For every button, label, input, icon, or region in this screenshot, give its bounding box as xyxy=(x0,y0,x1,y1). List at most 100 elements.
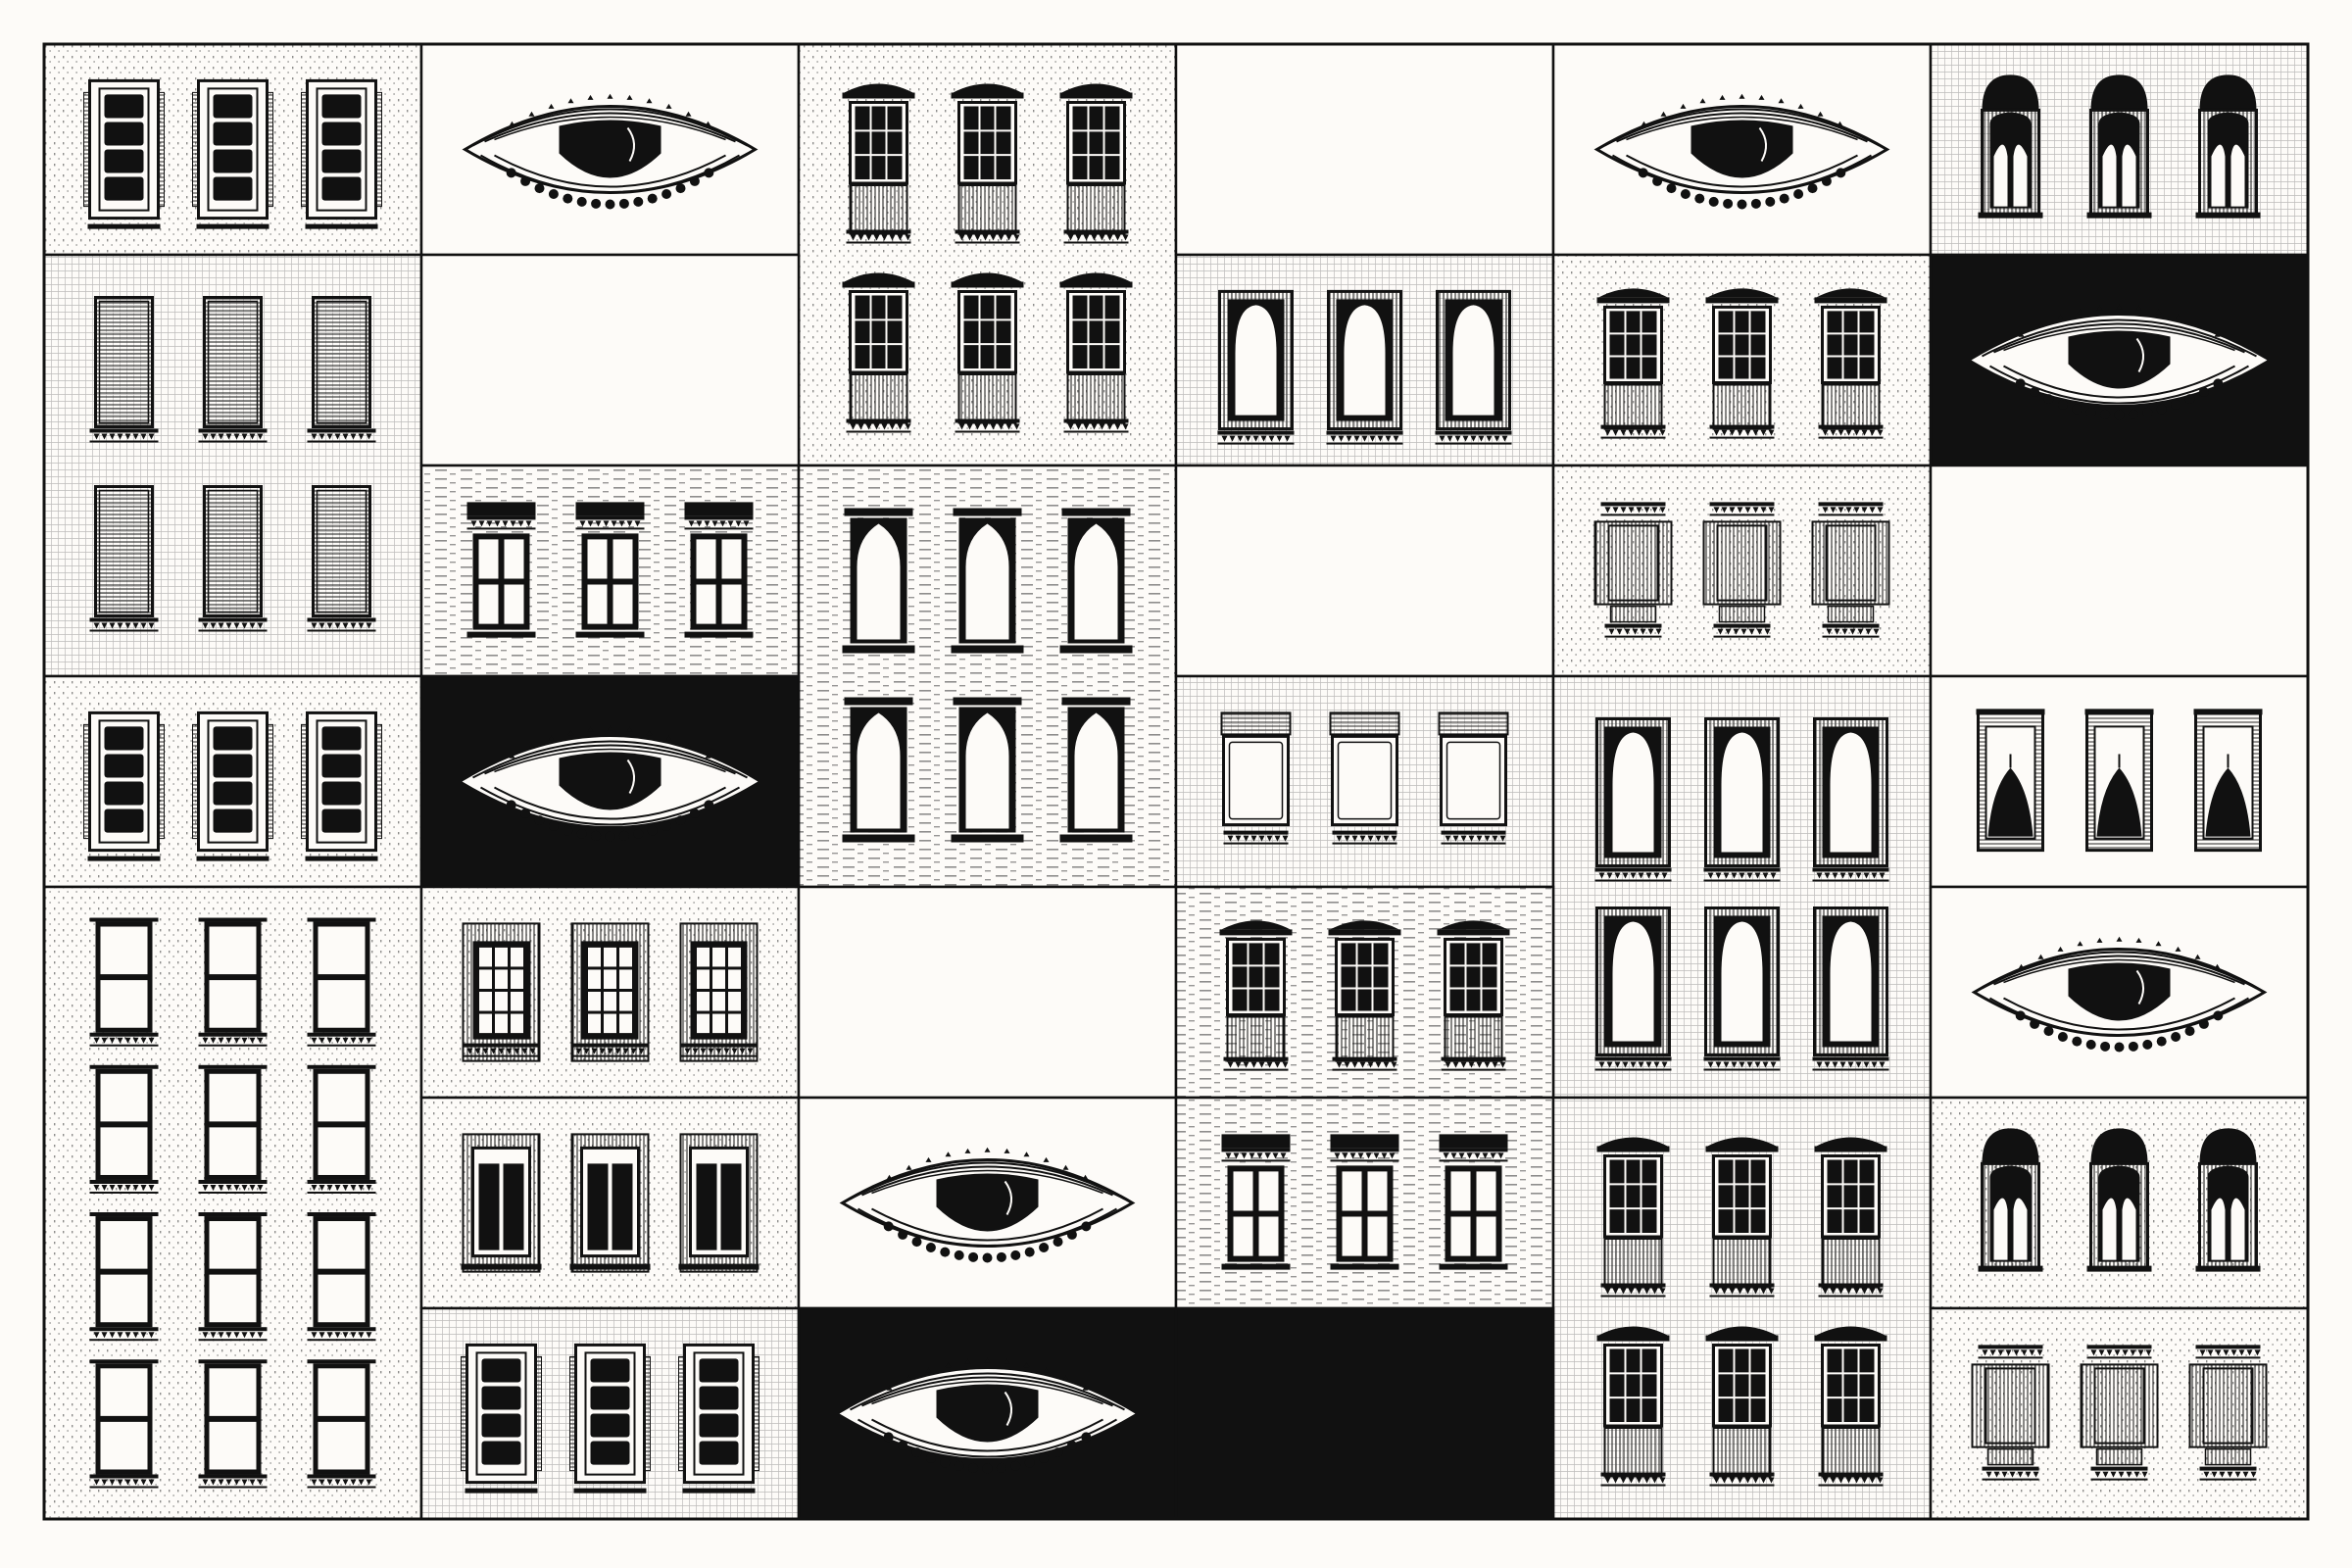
eye-icon xyxy=(462,93,759,210)
panel-windows xyxy=(1551,674,1933,1100)
window-icon xyxy=(1435,289,1512,445)
panel-eye xyxy=(419,42,801,257)
window-icon xyxy=(951,272,1024,433)
panel-windows xyxy=(797,464,1178,889)
window-icon xyxy=(1059,508,1133,654)
window-icon xyxy=(307,1359,376,1489)
window-icon xyxy=(1059,697,1133,843)
panel-empty xyxy=(1174,1306,1555,1521)
panel-empty xyxy=(797,885,1178,1100)
window-icon xyxy=(198,1212,268,1342)
window-icon xyxy=(83,710,165,861)
window-icon xyxy=(198,917,268,1047)
window-icon xyxy=(2195,74,2261,219)
panel-empty xyxy=(1174,464,1555,678)
window-icon xyxy=(301,710,382,861)
panel-empty xyxy=(1174,42,1555,257)
window-icon xyxy=(198,485,268,632)
eye-icon xyxy=(839,1357,1136,1474)
window-icon xyxy=(1703,717,1781,882)
window-icon xyxy=(1328,920,1401,1071)
panel-eye xyxy=(797,1096,1178,1310)
window-icon xyxy=(1220,711,1292,845)
window-icon xyxy=(2195,1128,2261,1272)
window-icon xyxy=(1219,920,1293,1071)
window-icon xyxy=(1217,289,1295,445)
window-icon xyxy=(1814,1137,1887,1298)
window-icon xyxy=(307,296,376,443)
window-icon xyxy=(951,83,1024,244)
window-icon xyxy=(678,1133,760,1273)
window-icon xyxy=(570,922,650,1062)
window-icon xyxy=(307,1212,376,1342)
panel-windows xyxy=(42,885,423,1521)
window-icon xyxy=(569,1343,651,1494)
panel-empty xyxy=(1929,464,2310,678)
panel-windows xyxy=(1551,464,1933,678)
panel-windows xyxy=(1174,1096,1555,1310)
window-icon xyxy=(1221,1134,1291,1270)
panel-eye xyxy=(1929,885,2310,1100)
window-icon xyxy=(1059,83,1133,244)
window-icon xyxy=(679,922,759,1062)
window-icon xyxy=(1437,920,1510,1071)
window-icon xyxy=(89,1212,159,1342)
window-icon xyxy=(1596,1137,1670,1298)
window-icon xyxy=(89,485,159,632)
window-icon xyxy=(301,78,382,229)
window-icon xyxy=(198,1064,268,1194)
eye-icon xyxy=(1593,93,1890,210)
window-icon xyxy=(1596,288,1670,439)
window-icon xyxy=(1596,1326,1670,1487)
window-icon xyxy=(89,1064,159,1194)
panel-eye xyxy=(1929,253,2310,467)
window-icon xyxy=(192,710,273,861)
eye-icon xyxy=(462,725,759,842)
panel-windows xyxy=(1929,674,2310,889)
window-icon xyxy=(2080,1345,2159,1481)
window-icon xyxy=(1702,502,1782,638)
panel-windows xyxy=(42,674,423,889)
window-icon xyxy=(684,502,754,638)
window-icon xyxy=(1059,272,1133,433)
window-icon xyxy=(198,296,268,443)
window-icon xyxy=(83,78,165,229)
window-icon xyxy=(842,508,915,654)
panel-windows xyxy=(1551,253,1933,467)
window-icon xyxy=(307,1064,376,1194)
panel-windows xyxy=(1929,1306,2310,1521)
outer-frame xyxy=(42,42,2310,1521)
window-icon xyxy=(198,1359,268,1489)
window-icon xyxy=(1814,1326,1887,1487)
eye-icon xyxy=(1971,936,2268,1053)
window-icon xyxy=(1703,906,1781,1071)
panel-windows xyxy=(1174,253,1555,467)
window-icon xyxy=(462,922,541,1062)
window-icon xyxy=(1812,906,1889,1071)
window-icon xyxy=(1812,717,1889,882)
window-icon xyxy=(1593,502,1673,638)
window-icon xyxy=(1439,1134,1508,1270)
window-icon xyxy=(1971,1345,2050,1481)
window-icon xyxy=(678,1343,760,1494)
panel-windows xyxy=(42,42,423,257)
window-icon xyxy=(1594,717,1672,882)
window-icon xyxy=(1326,289,1403,445)
panel-windows xyxy=(1551,1096,1933,1521)
window-icon xyxy=(1705,1137,1779,1298)
window-icon xyxy=(1978,74,2043,219)
window-icon xyxy=(1811,502,1890,638)
window-icon xyxy=(2086,74,2152,219)
window-icon xyxy=(1705,288,1779,439)
panel-windows xyxy=(42,253,423,678)
window-icon xyxy=(1978,1128,2043,1272)
window-icon xyxy=(569,1133,651,1273)
window-icon xyxy=(192,78,273,229)
panel-windows xyxy=(797,42,1178,467)
window-icon xyxy=(951,508,1024,654)
window-icon xyxy=(461,1343,542,1494)
panel-windows xyxy=(419,1096,801,1310)
window-icon xyxy=(2084,709,2154,853)
window-icon xyxy=(466,502,536,638)
